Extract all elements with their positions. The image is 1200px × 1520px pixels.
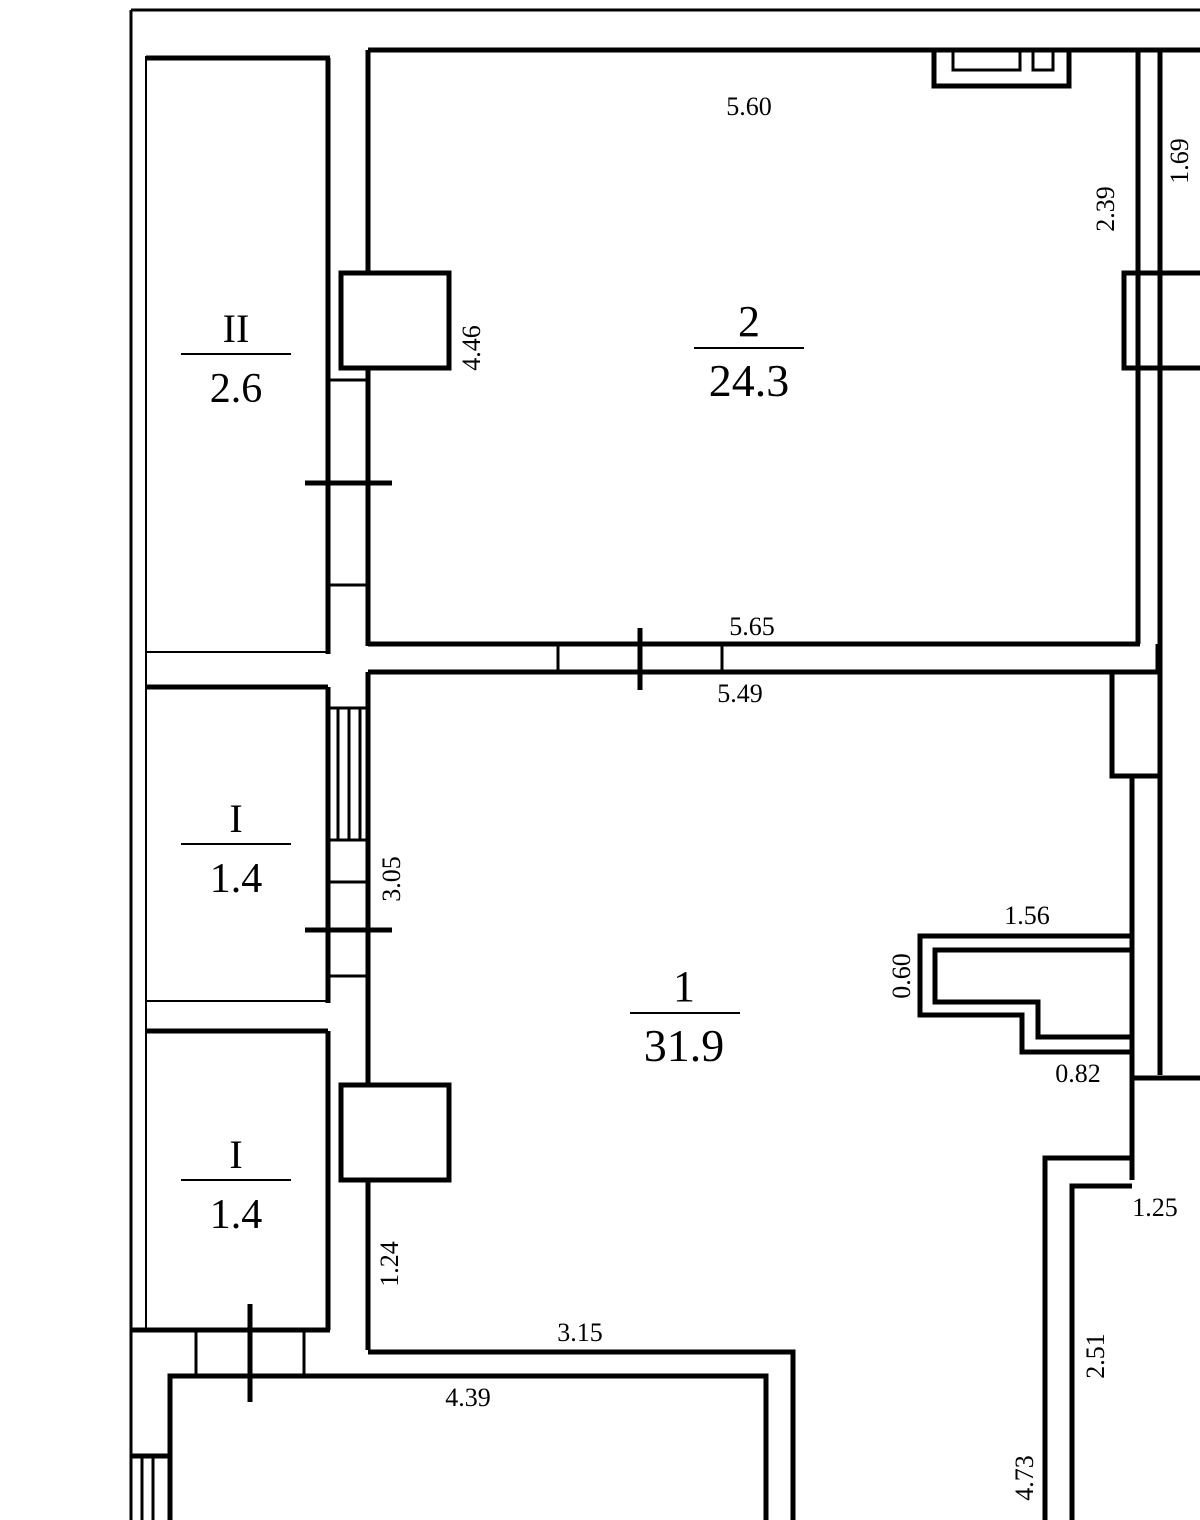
balcony-I-upper-walls: [146, 684, 392, 1003]
dim-right-small: 1.25: [1132, 1193, 1178, 1222]
door-room2-room1: [368, 628, 1161, 690]
balcony-I-lower-number: I: [229, 1132, 242, 1177]
dim-niche-top: 1.56: [1004, 901, 1050, 930]
column: [338, 1082, 452, 1183]
niche: [917, 933, 1130, 1055]
balcony-I-upper-number: I: [229, 796, 242, 841]
dim-lower-top: 3.15: [557, 1318, 603, 1347]
area-fraction-lines: [181, 347, 804, 1181]
dim-room1-top: 5.49: [717, 679, 763, 708]
outer-walls: [129, 8, 1200, 1520]
dim-room2-bottom: 5.65: [729, 612, 775, 641]
balcony-I-lower-walls: [131, 1028, 331, 1333]
balcony-II-area: 2.6: [210, 366, 263, 412]
dim-room1-left-lower: 1.24: [375, 1241, 404, 1287]
room-2-area: 24.3: [709, 355, 790, 406]
dim-room2-top: 5.60: [726, 92, 772, 121]
dim-corridor-right: 1.69: [1165, 138, 1194, 184]
room-2-walls: [365, 47, 1200, 1075]
balcony-II-number: II: [223, 306, 250, 351]
balcony-II-walls: [146, 55, 392, 654]
column: [1121, 270, 1200, 371]
dim-right-height: 2.51: [1081, 1333, 1110, 1379]
dim-lower-bottom: 4.39: [445, 1383, 491, 1412]
room-1-area: 31.9: [644, 1020, 725, 1071]
dim-niche-step: 0.82: [1055, 1059, 1101, 1088]
room-2-number: 2: [738, 297, 760, 346]
lower-room-walls: [131, 1304, 796, 1520]
room-1-number: 1: [673, 962, 695, 1011]
balcony-I-upper-area: 1.4: [210, 856, 263, 902]
dim-niche-height: 0.60: [887, 953, 916, 999]
dim-room2-left: 4.46: [457, 325, 486, 371]
dim-right-long: 4.73: [1010, 1455, 1039, 1501]
balcony-I-lower-area: 1.4: [210, 1192, 263, 1238]
column: [338, 270, 452, 371]
dim-room2-right: 2.39: [1091, 186, 1120, 232]
room-1-walls: [365, 672, 1200, 1520]
dim-room1-left-upper: 3.05: [377, 856, 406, 902]
